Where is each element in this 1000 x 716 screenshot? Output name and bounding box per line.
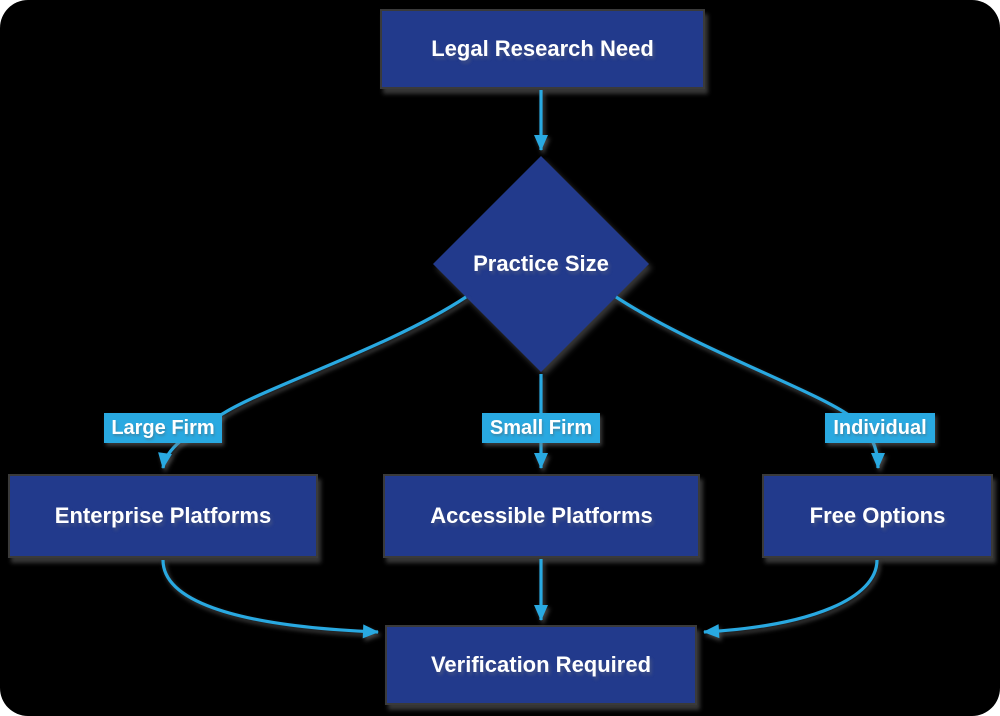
node-verification-required-label: Verification Required [430,652,652,677]
edge-label-small-firm-text: Small Firm [489,416,593,439]
edge-label-individual: Individual [825,413,935,443]
edge-label-large-firm-text: Large Firm [111,416,215,439]
node-legal-research-need-label: Legal Research Need [431,36,654,61]
node-free-options-label: Free Options [809,503,946,528]
edge-enterprise-to-verification [161,559,379,639]
edge-label-individual-text: Individual [833,416,927,439]
node-free-options: Free Options [762,474,993,558]
edge-free-to-verification [703,559,879,639]
node-enterprise-platforms: Enterprise Platforms [8,474,318,558]
node-accessible-platforms: Accessible Platforms [383,474,700,558]
node-practice-size-label: Practice Size [473,251,609,276]
node-enterprise-platforms-label: Enterprise Platforms [54,503,272,528]
node-accessible-platforms-label: Accessible Platforms [430,503,653,528]
decision-diamond-shape: Practice Size [433,156,649,372]
edge-label-small-firm: Small Firm [482,413,600,443]
edge-label-large-firm: Large Firm [104,413,222,443]
node-practice-size: Practice Size [433,156,649,372]
node-verification-required: Verification Required [385,625,697,705]
node-legal-research-need: Legal Research Need [380,9,705,89]
